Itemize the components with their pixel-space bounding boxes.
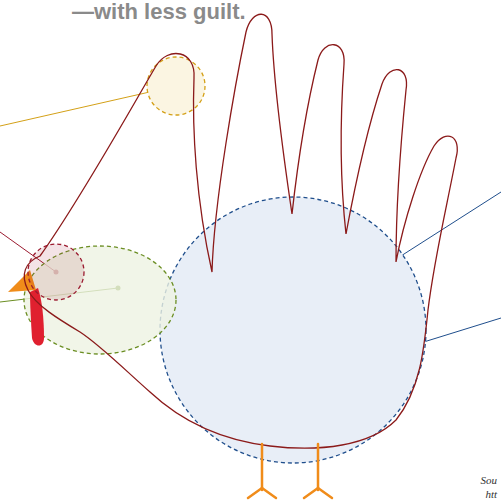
heading-text: —with less guilt. bbox=[72, 0, 246, 24]
source-note: htt bbox=[485, 488, 497, 501]
hand-outline bbox=[24, 14, 457, 448]
legs bbox=[248, 444, 332, 498]
breast-region bbox=[160, 197, 426, 463]
source-note: Sou bbox=[481, 474, 498, 487]
head-region bbox=[28, 244, 84, 300]
